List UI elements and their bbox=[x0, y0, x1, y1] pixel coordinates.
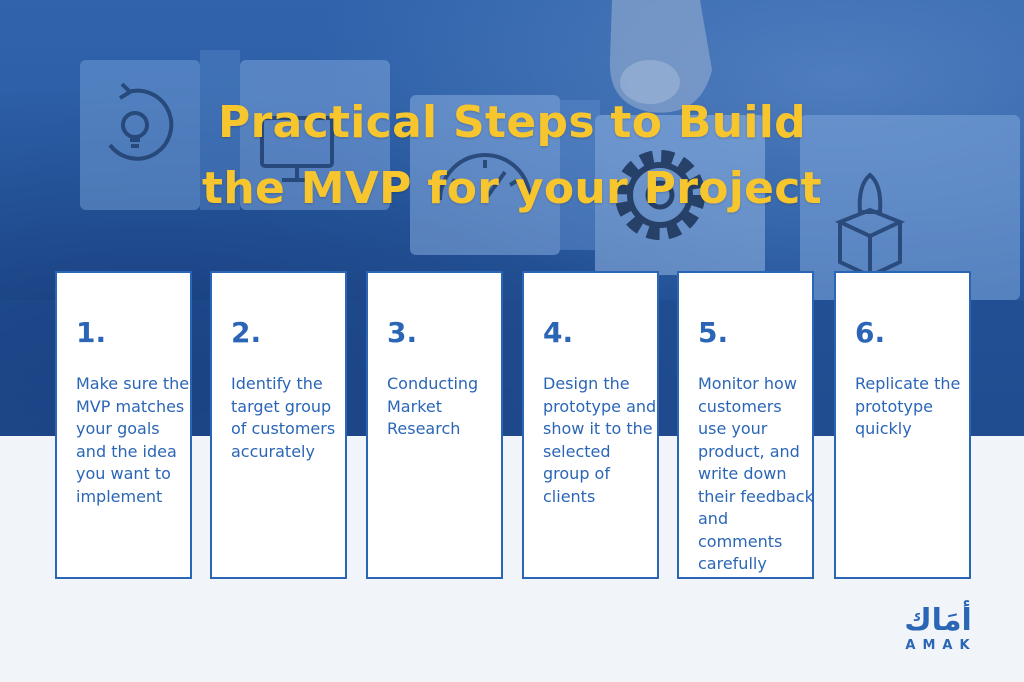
step-card-5: 5. Monitor how customers use your produc… bbox=[677, 271, 814, 579]
step-card-2: 2. Identify the target group of customer… bbox=[210, 271, 347, 579]
step-text: Monitor how customers use your product, … bbox=[698, 374, 814, 573]
step-text: Identify the target group of customers a… bbox=[231, 374, 336, 461]
step-card-1: 1. Make sure the MVP matches your goals … bbox=[55, 271, 192, 579]
title-line-1: Practical Steps to Build bbox=[218, 97, 806, 148]
step-number: 1. bbox=[76, 316, 107, 349]
step-text: Replicate the prototype quickly bbox=[855, 374, 961, 438]
step-text: Design the prototype and show it to the … bbox=[543, 374, 657, 506]
amak-logo: أمَاك AMAK bbox=[893, 603, 983, 654]
speedometer-icon bbox=[438, 153, 532, 202]
step-number: 5. bbox=[698, 316, 729, 349]
step-card-6: 6. Replicate the prototype quickly bbox=[834, 271, 971, 579]
step-number: 3. bbox=[387, 316, 418, 349]
title-line-2: the MVP for your Project bbox=[202, 163, 822, 214]
step-card-3: 3. Conducting Market Research bbox=[366, 271, 503, 579]
step-text: Conducting Market Research bbox=[387, 374, 479, 438]
step-number: 6. bbox=[855, 316, 886, 349]
step-number: 4. bbox=[543, 316, 574, 349]
logo-latin: AMAK bbox=[905, 638, 977, 653]
logo-arabic: أمَاك bbox=[904, 603, 972, 638]
step-text: Make sure the MVP matches your goals and… bbox=[76, 374, 190, 506]
step-card-4: 4. Design the prototype and show it to t… bbox=[522, 271, 659, 579]
monitor-icon bbox=[260, 116, 334, 182]
gear-icon bbox=[615, 150, 705, 240]
page-title: Practical Steps to Build the MVP for you… bbox=[0, 90, 1024, 222]
step-number: 2. bbox=[231, 316, 262, 349]
lightbulb-cycle-icon bbox=[108, 82, 174, 161]
